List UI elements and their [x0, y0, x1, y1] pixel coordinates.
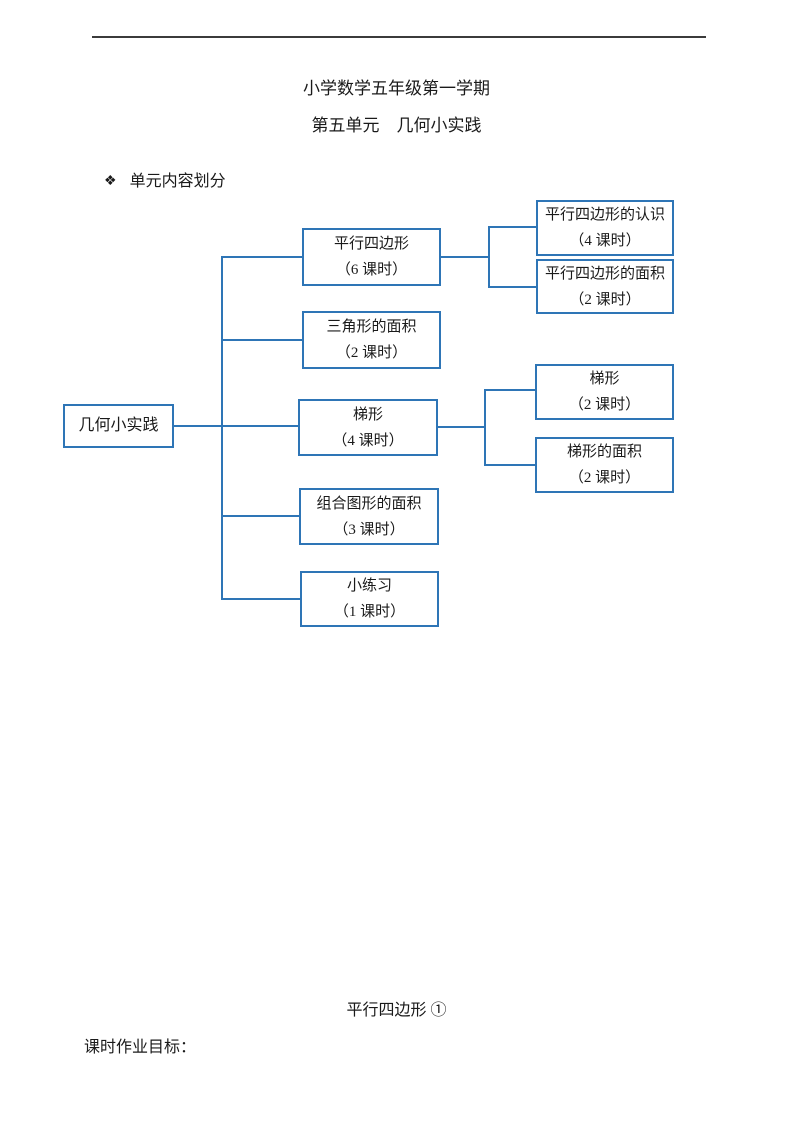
node-label: 几何小实践 [78, 417, 159, 434]
section-heading: ❖ 单元内容划分 [104, 172, 226, 192]
homework-goal-label: 课时作业目标： [84, 1039, 197, 1056]
node-triangle-area: 三角形的面积 （2 课时） [302, 311, 441, 369]
lesson-subtitle: 平行四边形 ① [346, 1002, 447, 1019]
node-hours: （2 课时） [569, 291, 641, 308]
node-label: 小练习 [346, 578, 392, 594]
node-exercise: 小练习 （1 课时） [300, 571, 439, 627]
node-label: 梯形 [589, 371, 620, 387]
connector-to-exercise [222, 598, 301, 600]
connector-to-parallelogram-area [490, 286, 537, 288]
connector-to-parallelogram-recognition [490, 226, 537, 228]
connector-parallelogram-bracket-stem [441, 256, 489, 258]
node-hours: （3 课时） [333, 521, 405, 538]
node-label: 组合图形的面积 [316, 495, 422, 512]
connector-to-trapezoid-child [486, 389, 536, 391]
connector-root-to-trapezoid [174, 425, 299, 427]
node-hours: （4 课时） [569, 233, 641, 249]
connector-to-composite-area [222, 515, 300, 517]
node-hours: （2 课时） [568, 397, 641, 413]
unit-title: 第五单元 几何小实践 [311, 116, 482, 135]
connector-to-trapezoid-area [486, 464, 536, 466]
section-heading-label: 单元内容划分 [129, 173, 226, 190]
connector-to-triangle-area [222, 339, 303, 341]
node-geometry-practice: 几何小实践 [63, 404, 174, 448]
node-trapezoid: 梯形 （4 课时） [298, 399, 438, 456]
node-label: 梯形的面积 [566, 444, 642, 460]
node-label: 平行四边形 [333, 236, 409, 252]
connector-trunk [221, 256, 223, 600]
node-parallelogram: 平行四边形 （6 课时） [302, 228, 441, 286]
node-label: 平行四边形的认识 [544, 207, 665, 223]
page-title: 小学数学五年级第一学期 [303, 79, 490, 98]
node-hours: （2 课时） [335, 345, 408, 361]
header-rule [92, 36, 706, 38]
node-hours: （4 课时） [332, 432, 404, 449]
node-composite-area: 组合图形的面积 （3 课时） [299, 488, 439, 545]
node-trapezoid-area: 梯形的面积 （2 课时） [535, 437, 674, 493]
connector-parallelogram-bracket [488, 226, 490, 288]
node-hours: （1 课时） [333, 604, 406, 620]
node-hours: （6 课时） [335, 262, 408, 278]
connector-trapezoid-bracket-stem [438, 426, 486, 428]
diamond-bullet-icon: ❖ [104, 174, 117, 189]
node-label: 三角形的面积 [326, 319, 417, 335]
node-label: 梯形 [352, 406, 383, 423]
connector-to-parallelogram [222, 256, 303, 258]
node-trapezoid-child: 梯形 （2 课时） [535, 364, 674, 420]
connector-trapezoid-bracket [484, 389, 486, 466]
node-parallelogram-area: 平行四边形的面积 （2 课时） [536, 259, 674, 314]
node-label: 平行四边形的面积 [544, 265, 665, 282]
node-parallelogram-recognition: 平行四边形的认识 （4 课时） [536, 200, 674, 256]
node-hours: （2 课时） [568, 470, 641, 486]
